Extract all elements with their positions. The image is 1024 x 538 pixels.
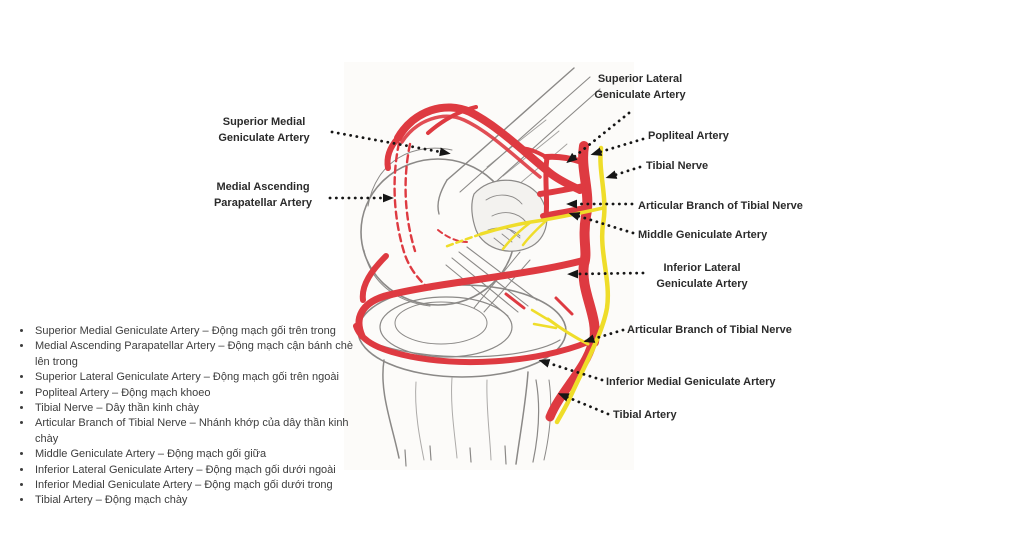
label-articular-branch-of-tibial-nerve-upper: Articular Branch of Tibial Nerve [638,200,803,212]
tibial-nerve-path [554,145,611,425]
label-popliteal-artery: Popliteal Artery [648,130,729,142]
superior-medial-geniculate-artery-path [394,103,584,194]
label-tibial-nerve: Tibial Nerve [646,160,709,172]
legend-item: Superior Medial Geniculate Artery – Động… [33,324,361,339]
label-superior-lateral-geniculate-artery: Superior Lateral Geniculate Artery [594,73,686,101]
legend-item: Inferior Lateral Geniculate Artery – Độn… [33,463,361,478]
legend-item: Articular Branch of Tibial Nerve – Nhánh… [33,416,361,447]
legend-item: Tibial Artery – Động mạch chày [33,493,361,508]
translation-legend-list: Superior Medial Geniculate Artery – Động… [18,324,361,509]
leader-tibial-artery [557,393,610,416]
label-tibial-artery: Tibial Artery [613,409,677,421]
inferior-lateral-geniculate-artery-path [355,256,589,340]
label-medial-ascending-parapatellar-artery: Medial Ascending Parapatellar Artery [213,181,313,209]
legend-item: Tibial Nerve – Dây thần kinh chày [33,401,361,416]
legend-item: Inferior Medial Geniculate Artery – Động… [33,478,361,493]
leader-superior-medial-geniculate [330,130,451,157]
leader-tibial-nerve [605,165,642,179]
leader-lines [328,111,645,416]
popliteal-artery-path [578,141,600,347]
legend-item: Middle Geniculate Artery – Động mạch gối… [33,447,361,462]
label-inferior-medial-geniculate-artery: Inferior Medial Geniculate Artery [606,376,776,388]
legend-item: Medial Ascending Parapatellar Artery – Đ… [33,339,361,370]
label-articular-branch-of-tibial-nerve-lower: Articular Branch of Tibial Nerve [627,324,792,336]
label-middle-geniculate-artery: Middle Geniculate Artery [638,229,768,241]
legend-item: Superior Lateral Geniculate Artery – Độn… [33,370,361,385]
label-inferior-lateral-geniculate-artery: Inferior Lateral Geniculate Artery [656,262,748,290]
leader-superior-lateral-geniculate [566,111,631,164]
inferior-medial-geniculate-artery-path [353,323,591,366]
leader-popliteal-artery [590,137,645,156]
legend-item: Popliteal Artery – Động mạch khoeo [33,386,361,401]
label-superior-medial-geniculate-artery: Superior Medial Geniculate Artery [218,116,310,144]
medial-ascending-parapatellar-artery-path [393,141,468,292]
leader-articular-branch-lower [583,328,625,343]
artery-network [353,103,600,422]
